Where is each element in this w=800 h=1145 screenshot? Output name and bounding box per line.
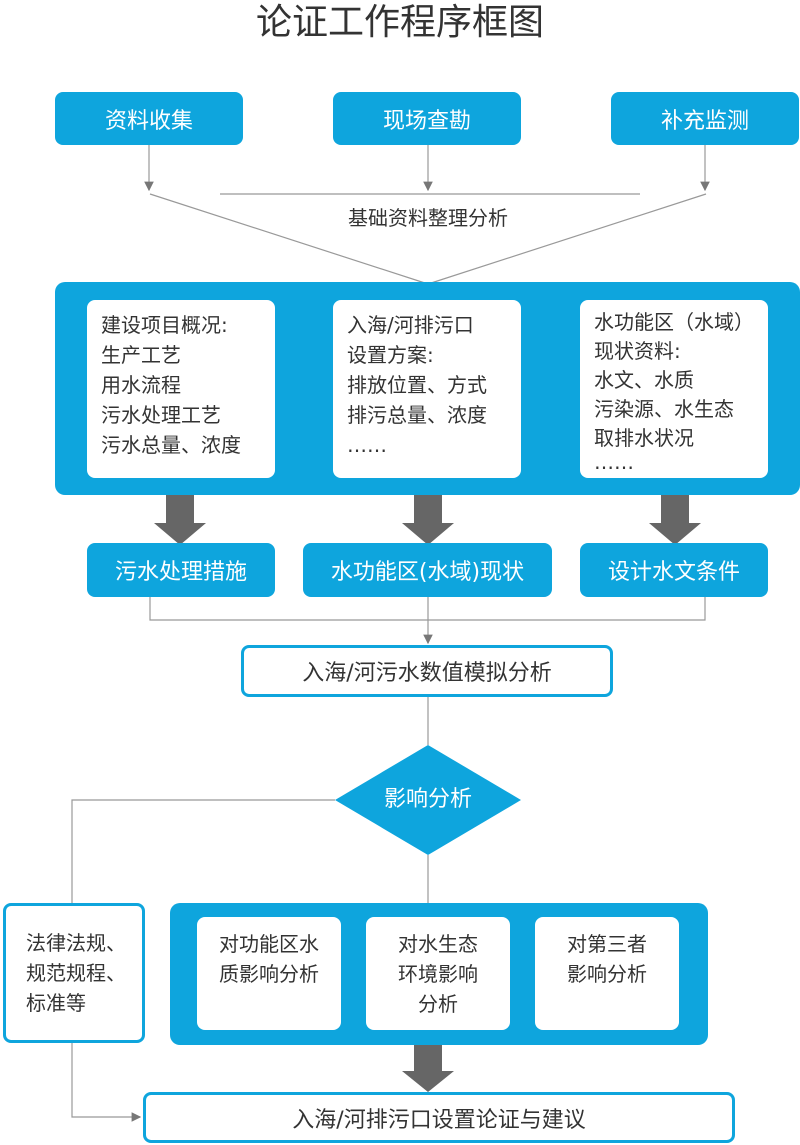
page-title: 论证工作程序框图: [255, 2, 544, 43]
final-conclusion-box: 入海/河排污口设置论证与建议: [143, 1092, 735, 1143]
project-overview-box: 建设项目概况:生产工艺用水流程污水处理工艺污水总量、浓度: [87, 300, 275, 478]
decision-diamond: [335, 745, 521, 855]
design-hydrology-box: 设计水文条件: [580, 543, 768, 597]
outfall-plan-box: 入海/河排污口设置方案:排放位置、方式排污总量、浓度……: [333, 300, 521, 478]
water-zone-current-box: 水功能区(水域)现状: [303, 543, 552, 597]
numerical-simulation-box: 入海/河污水数值模拟分析: [241, 645, 613, 697]
impact-analysis-decision: 影响分析: [383, 787, 472, 812]
laws-regulations-box: 法律法规、规范规程、标准等: [3, 903, 145, 1043]
sewage-treatment-box: 污水处理措施: [87, 543, 275, 597]
data-collection-box: 资料收集: [55, 92, 243, 145]
supplementary-monitoring-box: 补充监测: [611, 92, 799, 145]
merge-label: 基础资料整理分析: [278, 204, 578, 232]
water-quality-impact-box: 对功能区水质影响分析: [197, 917, 341, 1030]
third-party-impact-box: 对第三者影响分析: [535, 917, 679, 1030]
water-zone-status-box: 水功能区（水域）现状资料:水文、水质污染源、水生态取排水状况……: [580, 300, 768, 478]
site-survey-box: 现场查勘: [333, 92, 521, 145]
ecology-impact-box: 对水生态环境影响分析: [366, 917, 510, 1030]
